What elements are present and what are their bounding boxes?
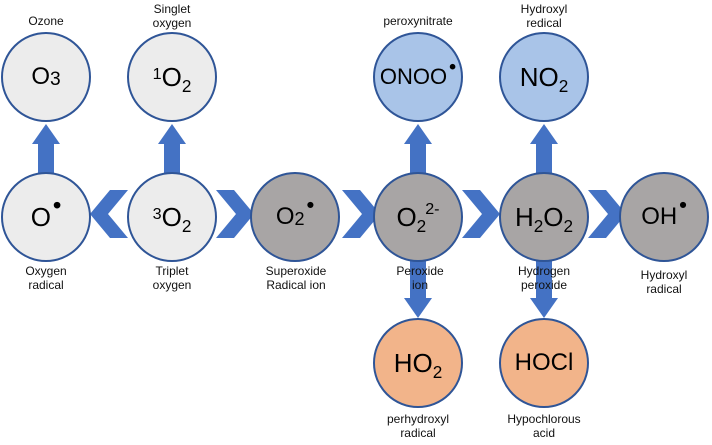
hydroxyl-radical-node: OH• (619, 172, 709, 262)
ozone-label: Ozone (28, 14, 64, 28)
peroxynitrate-node: ONOO• (373, 32, 463, 122)
oxygen-radical-node: O• (1, 172, 91, 262)
chevron-right-peroxide-to-h2o2 (462, 190, 500, 238)
hypochlorous-node: HOCl (499, 318, 589, 408)
chevron-left-triplet-to-o-radical (90, 190, 128, 238)
arrow-peroxide-to-ho2 (404, 258, 432, 318)
chevron-right-superoxide-to-peroxide (342, 190, 380, 238)
chevron-right-triplet-to-superoxide (216, 190, 254, 238)
peroxynitrate-label: peroxynitrate (383, 14, 453, 28)
arrow-h2o2-to-hocl (530, 258, 558, 318)
chevron-right-h2o2-to-hydroxyl (588, 190, 626, 238)
